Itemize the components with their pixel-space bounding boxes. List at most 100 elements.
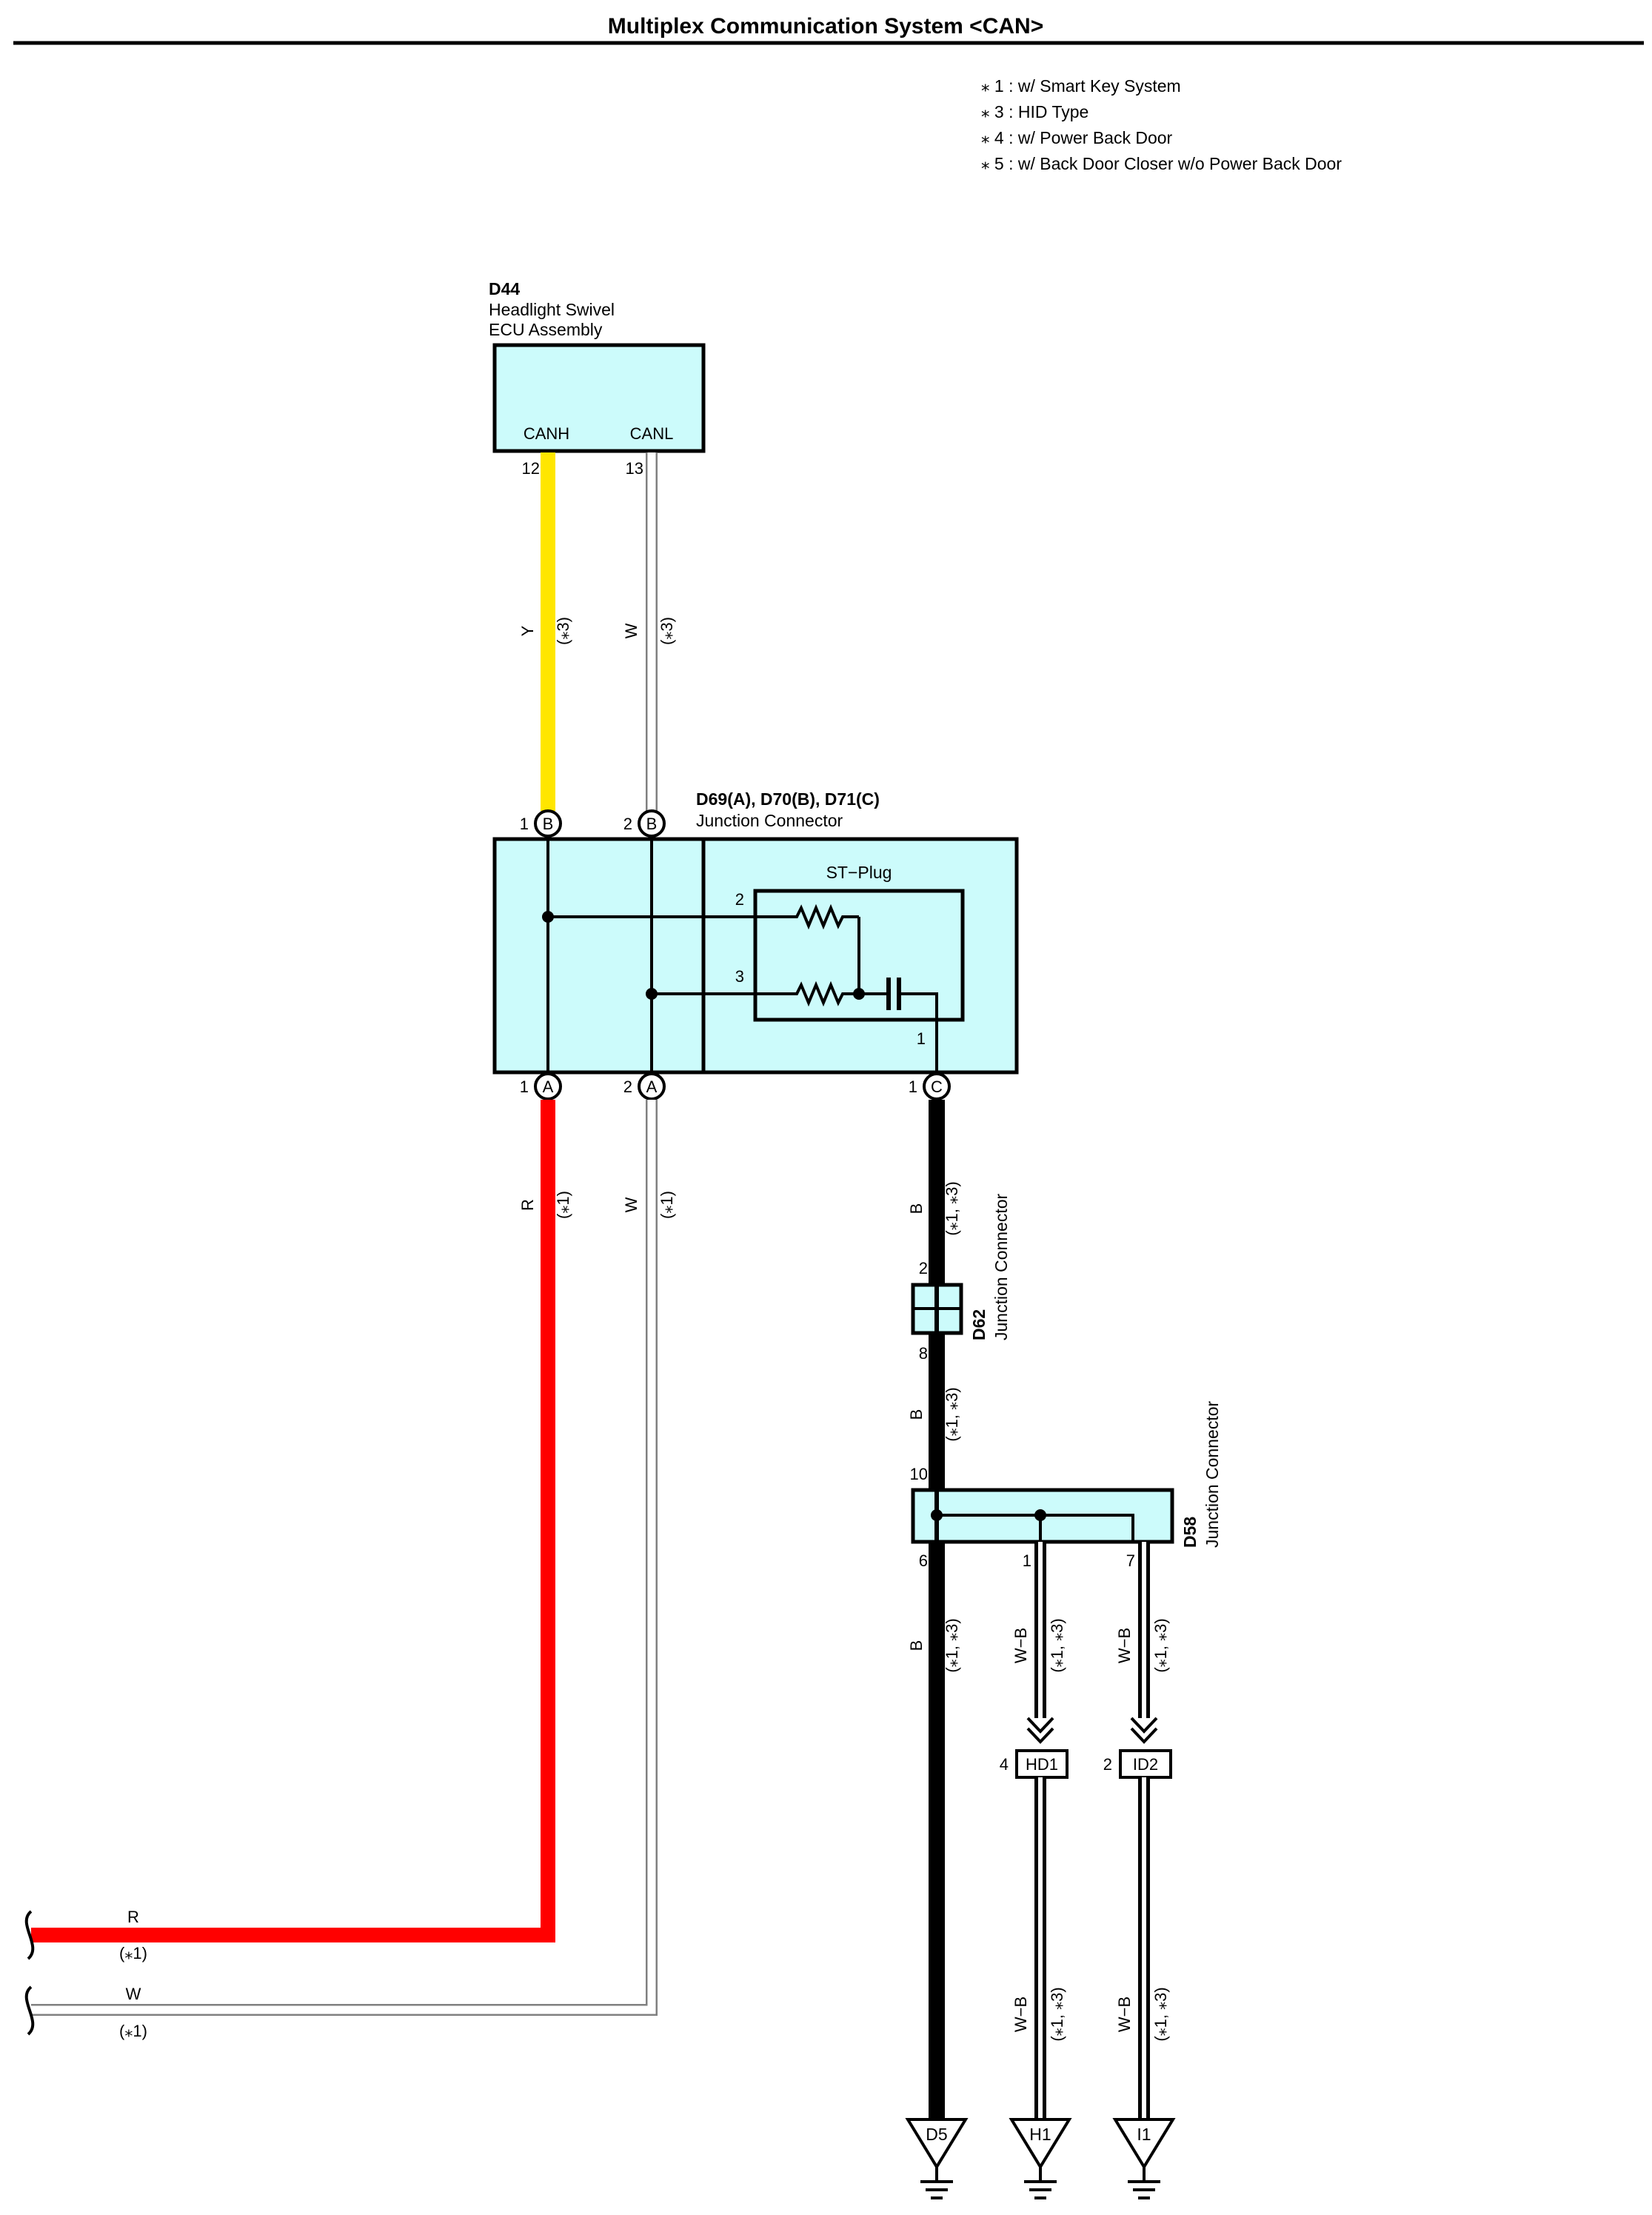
wire-w-lower-note: (⁎1): [658, 1191, 676, 1219]
st-plug-label: ST−Plug: [826, 863, 892, 882]
d62-pin-2: 2: [919, 1259, 928, 1277]
hd1-label: HD1: [1026, 1755, 1058, 1774]
wire-wb-note-4: (⁎1, ⁎3): [1151, 1987, 1170, 2041]
left-wire-r-label: R: [127, 1908, 139, 1926]
pin-a2-number: 2: [623, 1078, 632, 1096]
wire-b-note-3: (⁎1, ⁎3): [943, 1618, 961, 1672]
d58-name: Junction Connector: [1203, 1400, 1222, 1548]
break-mark-red: [24, 1910, 35, 1960]
pin-c1-circle: [923, 1072, 951, 1100]
wire-b-label-1: B: [907, 1203, 926, 1215]
wire-red-canh: [31, 1100, 555, 1942]
junction-code: D69(A), D70(B), D71(C): [696, 789, 880, 809]
st-plug-frame: [753, 889, 965, 1022]
st-plug-pin-2: 2: [735, 890, 744, 909]
wire-b-label-2: B: [907, 1409, 926, 1420]
d44-name-line1: Headlight Swivel: [489, 300, 615, 319]
wire-w-label: W: [622, 623, 641, 638]
ground-i1-label: I1: [1137, 2125, 1151, 2144]
resistor-2: [782, 980, 859, 1007]
hd1-box: [1015, 1749, 1069, 1779]
left-wire-w-note: (⁎1): [119, 2022, 147, 2040]
pin-b1-letter: B: [543, 815, 554, 833]
pin-c1-number: 1: [909, 1078, 917, 1096]
pin-b2-circle: [638, 809, 666, 838]
st-plug-pin-1: 1: [917, 1029, 926, 1048]
ground-h1-triangle: [1009, 2118, 1072, 2170]
wire-wb-label-2: W−B: [1115, 1628, 1134, 1663]
d44-canl-label: CANL: [630, 424, 674, 443]
d44-canh-label: CANH: [524, 424, 569, 443]
ground-h1: H1: [1009, 2118, 1072, 2199]
id2-pin: 2: [1103, 1755, 1112, 1774]
hd1-pin: 4: [1000, 1755, 1009, 1774]
d62-name: Junction Connector: [991, 1193, 1011, 1340]
wire-r-note: (⁎1): [554, 1191, 572, 1219]
d58-pin-7: 7: [1126, 1551, 1135, 1570]
id2-chevron-2: [1130, 1727, 1158, 1744]
wire-w-lower-label: W: [622, 1197, 641, 1212]
pin-a2-letter: A: [646, 1078, 658, 1096]
d44-name-line2: ECU Assembly: [489, 320, 603, 339]
d58-code: D58: [1180, 1517, 1200, 1548]
hd1-chevron-1: [1026, 1717, 1054, 1734]
wire-wb-label-1: W−B: [1011, 1628, 1030, 1663]
pin-c1-letter: C: [931, 1078, 943, 1096]
d62-pin-8: 8: [919, 1344, 928, 1363]
d62-junction-connector: 2 8 D62 Junction Connector: [911, 1193, 1011, 1363]
wire-b-note-2: (⁎1, ⁎3): [943, 1387, 961, 1441]
note-3: ⁎ 3 : HID Type: [981, 102, 1088, 121]
ground-i1: I1: [1112, 2118, 1176, 2199]
wire-wb-note-1: (⁎1, ⁎3): [1048, 1618, 1066, 1672]
resistor-1: [782, 903, 859, 930]
wire-wb-label-4: W−B: [1115, 1997, 1134, 2032]
id2-connector: ID2 2: [1103, 1749, 1172, 1779]
ground-d5-triangle: [905, 2118, 969, 2170]
ground-h1-label: H1: [1029, 2125, 1051, 2144]
d44-pin-13: 13: [626, 459, 643, 478]
junction-name: Junction Connector: [696, 811, 843, 830]
d58-node-2: [1034, 1509, 1046, 1521]
pin-b2-number: 2: [623, 815, 632, 833]
page-title: Multiplex Communication System <CAN>: [608, 14, 1043, 39]
d58-pin-10: 10: [910, 1465, 928, 1483]
notes-legend: ⁎ 1 : w/ Smart Key System ⁎ 3 : HID Type…: [981, 76, 1342, 173]
d58-node-1: [931, 1509, 943, 1521]
d58-pin-1: 1: [1023, 1551, 1031, 1570]
pin-b1-number: 1: [520, 815, 529, 833]
left-wire-w-label: W: [126, 1985, 141, 2003]
junction-connector-d69-d70-d71: D69(A), D70(B), D71(C) Junction Connecto…: [492, 789, 1019, 1100]
pin-a1-letter: A: [543, 1078, 554, 1096]
ground-d5-label: D5: [926, 2125, 947, 2144]
d44-code: D44: [489, 279, 520, 298]
note-4: ⁎ 4 : w/ Power Back Door: [981, 128, 1173, 147]
note-1: ⁎ 1 : w/ Smart Key System: [981, 76, 1181, 96]
pin-a1-circle: [534, 1072, 562, 1100]
pin-b1-circle: [534, 809, 562, 838]
id2-chevron-1: [1130, 1717, 1158, 1734]
ground-i1-triangle: [1112, 2118, 1176, 2170]
left-wire-r-note: (⁎1): [119, 1944, 147, 1962]
wire-w-note: (⁎3): [658, 617, 676, 645]
d44-box: [492, 343, 706, 453]
d58-junction-connector: 10 6 1 7 D58 Junction Connector: [910, 1400, 1222, 1570]
hd1-connector: HD1 4: [1000, 1749, 1069, 1779]
pin-b2-letter: B: [646, 815, 658, 833]
break-mark-white: [24, 1985, 35, 2036]
wire-y-label: Y: [518, 625, 537, 636]
wire-wb-note-3: (⁎1, ⁎3): [1048, 1987, 1066, 2041]
d62-code: D62: [969, 1309, 989, 1340]
d44-headlight-swivel-ecu: D44 Headlight Swivel ECU Assembly CANH C…: [489, 279, 706, 478]
wire-y-note: (⁎3): [554, 617, 572, 645]
st-plug-pin-3: 3: [735, 967, 744, 986]
d58-pin-6: 6: [919, 1551, 928, 1570]
wire-wb-label-3: W−B: [1011, 1997, 1030, 2032]
wire-b-label-3: B: [907, 1640, 926, 1651]
note-5: ⁎ 5 : w/ Back Door Closer w/o Power Back…: [981, 154, 1342, 173]
wire-b-note-1: (⁎1, ⁎3): [943, 1181, 961, 1235]
pin-a1-number: 1: [520, 1078, 529, 1096]
wire-wb-note-2: (⁎1, ⁎3): [1151, 1618, 1170, 1672]
ground-d5: D5: [905, 2118, 969, 2199]
wire-white-canl-lower: [31, 1100, 658, 2016]
